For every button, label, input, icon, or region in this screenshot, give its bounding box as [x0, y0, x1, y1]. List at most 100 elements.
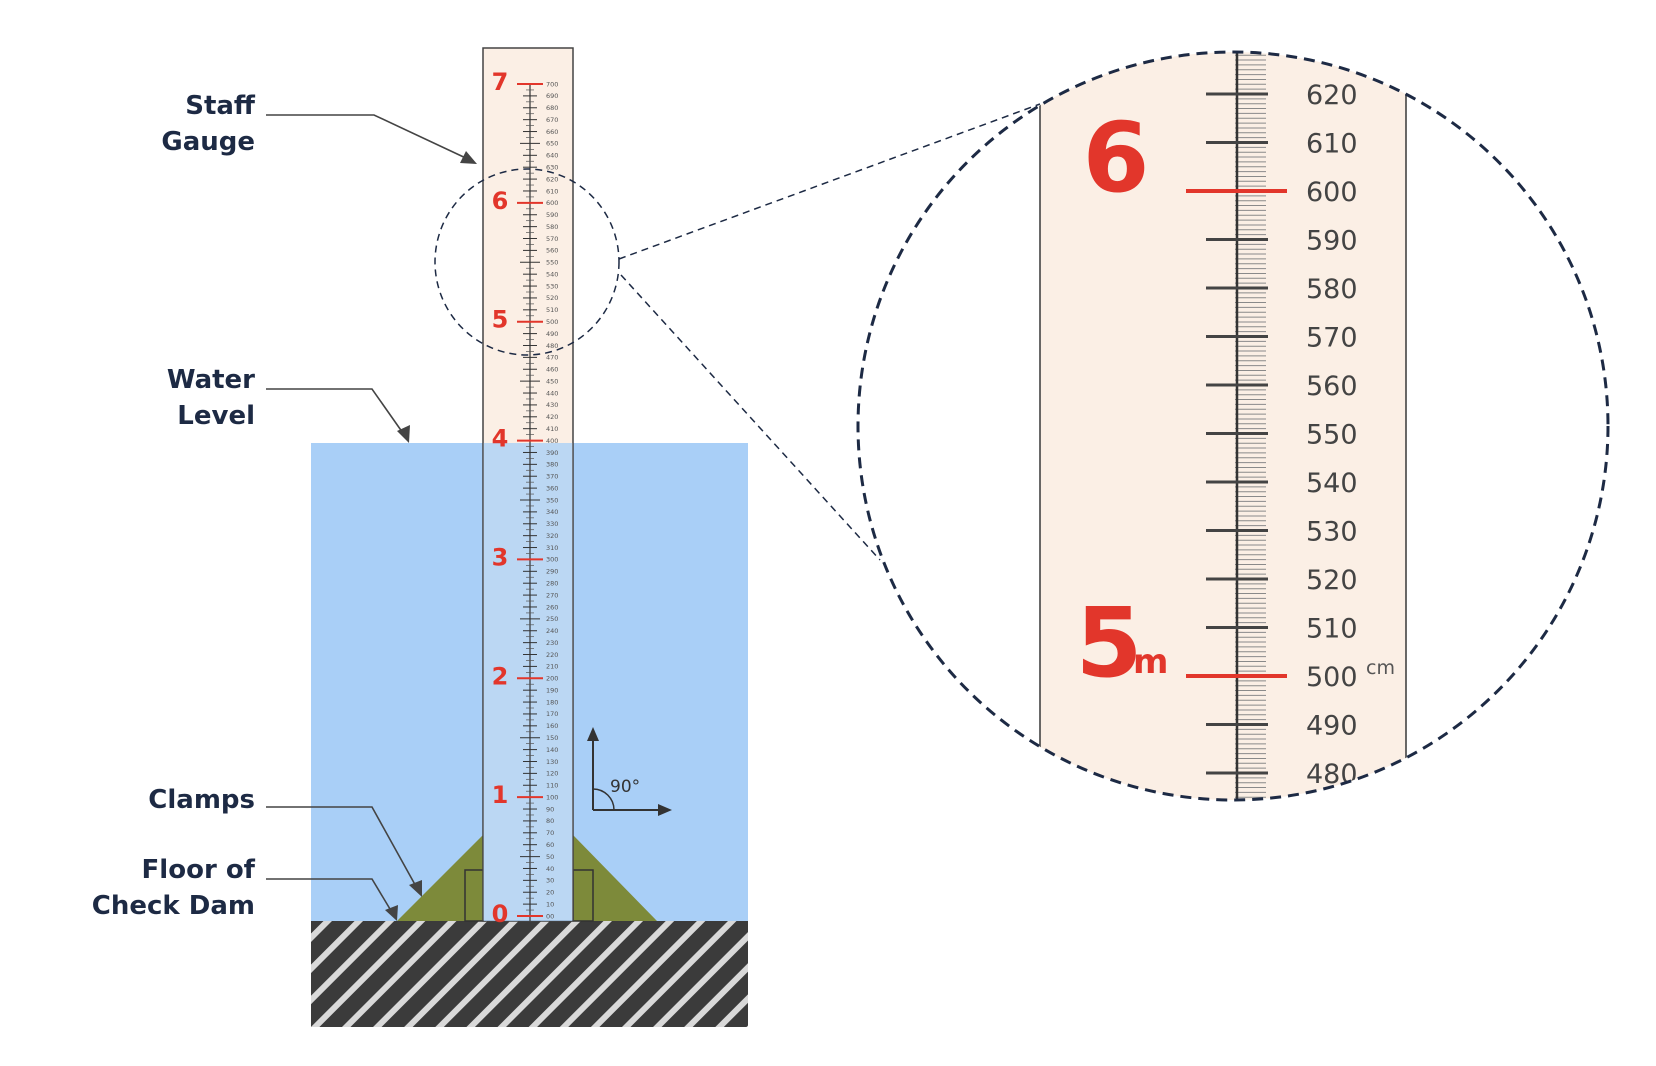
gauge-cm-label: 260 — [546, 603, 558, 611]
zoom-meter-unit: m — [1133, 642, 1168, 682]
gauge-cm-label: 120 — [546, 770, 558, 778]
gauge-cm-label: 30 — [546, 877, 554, 885]
zoom-cm-label: 530 — [1306, 517, 1358, 548]
gauge-cm-label: 660 — [546, 128, 558, 136]
callout-water-level-line2: Level — [177, 401, 255, 431]
gauge-meter-label: 3 — [492, 543, 509, 571]
zoom-cm-label: 620 — [1306, 80, 1358, 111]
gauge-cm-label: 420 — [546, 413, 558, 421]
gauge-cm-label: 370 — [546, 473, 558, 481]
zoom-cm-label: 540 — [1306, 468, 1358, 499]
zoom-cm-label: 590 — [1306, 226, 1358, 257]
gauge-cm-label: 220 — [546, 651, 558, 659]
gauge-cm-label: 180 — [546, 698, 558, 706]
gauge-cm-label: 150 — [546, 734, 558, 742]
gauge-meter-label: 0 — [492, 900, 509, 928]
gauge-cm-label: 160 — [546, 722, 558, 730]
gauge-cm-label: 60 — [546, 841, 554, 849]
gauge-meter-label: 7 — [492, 68, 509, 96]
gauge-cm-label: 230 — [546, 639, 558, 647]
gauge-cm-label: 630 — [546, 164, 558, 172]
gauge-cm-label: 390 — [546, 449, 558, 457]
callout-floor-line2: Check Dam — [92, 891, 255, 921]
callout-staff-gauge-line2: Gauge — [161, 127, 255, 157]
gauge-cm-label: 480 — [546, 342, 558, 350]
gauge-meter-label: 6 — [492, 187, 509, 215]
gauge-cm-label: 400 — [546, 437, 558, 445]
zoom-cm-unit: cm — [1366, 657, 1395, 679]
gauge-cm-label: 70 — [546, 829, 554, 837]
gauge-cm-label: 590 — [546, 211, 558, 219]
gauge-cm-label: 240 — [546, 627, 558, 635]
callout-clamps-arrowhead — [409, 880, 422, 897]
callout-staff-gauge-line1: Staff — [185, 91, 256, 121]
callout-staff-gauge-leader — [266, 114, 471, 161]
gauge-cm-label: 00 — [546, 912, 554, 920]
zoom-meter-5: 5 — [1076, 587, 1143, 699]
gauge-meter-label: 5 — [492, 306, 509, 334]
callout-water-level-arrowhead — [397, 425, 410, 443]
gauge-cm-label: 640 — [546, 152, 558, 160]
gauge-cm-label: 520 — [546, 294, 558, 302]
gauge-cm-label: 560 — [546, 247, 558, 255]
zoom-cm-label: 500 — [1306, 662, 1358, 693]
gauge-cm-label: 700 — [546, 80, 558, 88]
gauge-meter-label: 1 — [492, 781, 509, 809]
gauge-cm-label: 410 — [546, 425, 558, 433]
gauge-cm-label: 550 — [546, 259, 558, 267]
gauge-cm-label: 100 — [546, 793, 558, 801]
zoom-cm-label: 600 — [1306, 177, 1358, 208]
gauge-cm-label: 20 — [546, 889, 554, 897]
check-dam-floor — [311, 921, 748, 1027]
gauge-cm-label: 360 — [546, 484, 558, 492]
zoom-cm-label: 510 — [1306, 614, 1358, 645]
angle-up-arrowhead — [587, 727, 599, 741]
gauge-cm-label: 350 — [546, 496, 558, 504]
gauge-cm-label: 300 — [546, 556, 558, 564]
gauge-cm-label: 430 — [546, 401, 558, 409]
zoom-connector-top — [618, 103, 1041, 260]
gauge-cm-label: 500 — [546, 318, 558, 326]
zoom-cm-label: 520 — [1306, 565, 1358, 596]
gauge-cm-label: 670 — [546, 116, 558, 124]
angle-arc — [592, 788, 615, 811]
gauge-cm-label: 200 — [546, 675, 558, 683]
gauge-cm-label: 310 — [546, 544, 558, 552]
gauge-cm-label: 650 — [546, 140, 558, 148]
gauge-cm-label: 330 — [546, 520, 558, 528]
gauge-cm-label: 290 — [546, 568, 558, 576]
callout-floor-leader — [266, 878, 394, 915]
zoom-cm-label: 570 — [1306, 323, 1358, 354]
gauge-meter-labels: 0 1 2 3 4 5 6 7 — [492, 68, 509, 928]
gauge-cm-label: 460 — [546, 366, 558, 374]
callout-water-level-leader — [266, 388, 406, 437]
gauge-cm-label: 270 — [546, 591, 558, 599]
gauge-meter-label: 2 — [492, 662, 509, 690]
zoom-minor-ticks — [1235, 54, 1266, 798]
zoom-connector-bottom — [620, 274, 881, 561]
gauge-cm-label: 380 — [546, 461, 558, 469]
zoom-magnifier-border — [856, 50, 1610, 802]
gauge-meter-label: 4 — [492, 425, 509, 453]
right-clamp — [573, 835, 657, 921]
gauge-cm-label: 470 — [546, 354, 558, 362]
zoom-meter-6: 6 — [1083, 102, 1150, 214]
gauge-cm-label: 110 — [546, 782, 558, 790]
callout-clamps-leader — [266, 806, 419, 891]
callout-clamps: Clamps — [148, 785, 255, 815]
gauge-cm-label: 90 — [546, 805, 554, 813]
left-clamp — [397, 835, 483, 921]
gauge-cm-label: 190 — [546, 686, 558, 694]
gauge-cm-label: 600 — [546, 199, 558, 207]
gauge-cm-label: 680 — [546, 104, 558, 112]
zoom-cm-label: 610 — [1306, 129, 1358, 160]
zoom-source-circle — [434, 168, 620, 356]
zoom-cm-label: 550 — [1306, 420, 1358, 451]
gauge-cm-label: 490 — [546, 330, 558, 338]
gauge-cm-label: 280 — [546, 580, 558, 588]
zoom-labels: 6206106005905805705605505405305205105004… — [1306, 80, 1358, 790]
gauge-cm-label: 540 — [546, 270, 558, 278]
staff-gauge-submerged — [483, 443, 573, 921]
